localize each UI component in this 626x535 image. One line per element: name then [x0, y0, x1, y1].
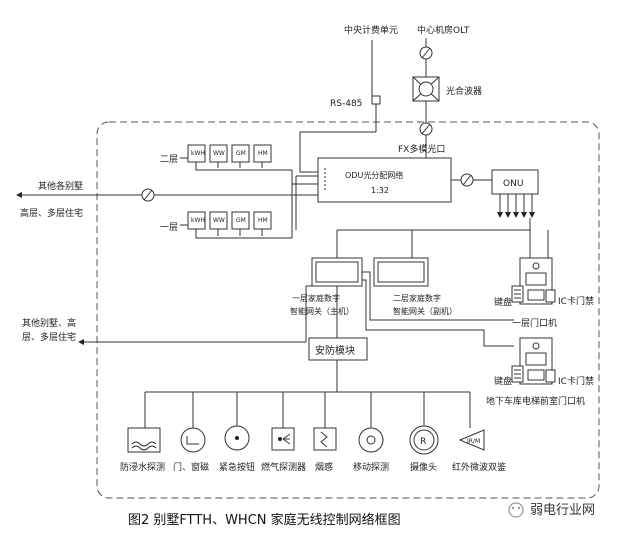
highrise-label: 高层、多层住宅 [20, 207, 83, 219]
svg-text:HM: HM [258, 150, 268, 157]
gateway-door1-line [362, 271, 514, 321]
svg-text:WW: WW [213, 150, 225, 157]
keypad-floor1 [511, 285, 524, 303]
floor1-door-label: 一层门口机 [512, 317, 557, 329]
figure-caption: 图2 别墅FTTH、WHCN 家庭无线控制网络框图 [128, 512, 401, 528]
sensor-drops [144, 392, 471, 428]
floor1-meters: kWH WW GM HM [187, 211, 292, 239]
svg-text:kWH: kWH [191, 217, 205, 224]
keypad-garage [511, 365, 524, 383]
odu-ratio: 1:32 [371, 186, 389, 195]
dual-tech-sensor-icon: IR/M [458, 429, 485, 451]
sub-gateway-line2: 智能网关（副机） [393, 306, 457, 316]
odu-onu-fiber-slash-icon [462, 174, 472, 186]
olt-fiber-slash-icon [421, 47, 431, 59]
villas-arrow-icon [16, 192, 22, 198]
pir-label: 红外微波双鉴 [452, 461, 506, 473]
odu-label: ODU光分配网络 [345, 170, 403, 180]
rs485-label: RS-485 [330, 99, 362, 109]
main-gateway-line1: 一层家庭数字 [292, 293, 340, 303]
bottom-link-line1: 其他别墅、高 [22, 317, 76, 329]
sub-gateway-inner [377, 261, 425, 283]
svg-text:IR/M: IR/M [467, 438, 480, 445]
combiner-circle-icon [418, 81, 434, 97]
villa-boundary [96, 121, 600, 499]
motion-label: 移动探测 [353, 461, 389, 473]
villas-label: 其他各别墅 [38, 180, 83, 192]
door-window-sensor-icon [180, 427, 206, 453]
olt-label: 中心机房OLT [417, 24, 470, 36]
svg-text:WW: WW [213, 217, 225, 224]
floor2-label: 二层 [160, 154, 178, 165]
camera-label: 摄像头 [410, 461, 437, 473]
main-gateway-line2: 智能网关（主机） [290, 306, 354, 316]
bottom-link-arrow-icon [78, 339, 84, 345]
bottom-link-line2: 层、多层住宅 [22, 331, 76, 343]
keypad-garage-label: 键盘 [494, 375, 512, 387]
billing-unit-label: 中央计费单元 [344, 24, 398, 36]
onu-outputs [497, 194, 535, 218]
ic-reader-garage [545, 369, 556, 383]
main-gateway-inner [315, 261, 359, 283]
svg-text:R: R [420, 437, 426, 447]
motion-sensor-icon [358, 427, 384, 453]
camera-icon: R [409, 425, 439, 455]
watermark-text: 弱电行业网 [530, 503, 595, 518]
svg-text:GM: GM [236, 150, 246, 157]
flood-label: 防浸水探测 [120, 461, 165, 473]
combiner-label: 光合波器 [446, 85, 482, 97]
svg-text:kWH: kWH [191, 150, 205, 157]
watermark-logo-icon [508, 502, 524, 518]
ic-reader-floor1 [545, 289, 556, 303]
svg-text:GM: GM [236, 217, 246, 224]
gateway-door2-line [362, 279, 514, 347]
panic-label: 紧急按钮 [219, 461, 255, 473]
gas-detector-icon [271, 427, 295, 451]
gas-label: 燃气探测器 [261, 461, 306, 473]
flood-sensor-icon [127, 427, 161, 453]
panic-button-icon [224, 425, 250, 451]
floor2-meters: kWH WW GM HM [187, 144, 292, 171]
fx-port-label: FX多模光口 [398, 143, 445, 155]
garage-door-label: 地下车库电梯前室门口机 [486, 395, 585, 407]
security-module-label: 安防模块 [315, 344, 355, 357]
ic-garage-label: IC卡门禁 [558, 375, 594, 387]
rs485-box [371, 95, 381, 105]
smoke-label: 烟感 [315, 461, 333, 473]
security-module-box [308, 337, 368, 361]
onu-label: ONU [503, 179, 523, 189]
ic-floor1-label: IC卡门禁 [558, 295, 594, 307]
floor1-label: 一层 [160, 222, 178, 233]
keypad-floor1-label: 键盘 [494, 296, 512, 308]
villas-fiber-slash-icon [143, 189, 153, 201]
fx-fiber-slash-icon [421, 123, 431, 135]
onu-box [491, 169, 539, 195]
sub-gateway-line1: 二层家庭数字 [393, 293, 441, 303]
svg-text:HM: HM [258, 217, 268, 224]
rs485-to-odu [299, 131, 376, 173]
odu-box [317, 157, 452, 203]
door-window-label: 门、窗磁 [173, 461, 209, 473]
smoke-detector-icon [313, 427, 337, 451]
